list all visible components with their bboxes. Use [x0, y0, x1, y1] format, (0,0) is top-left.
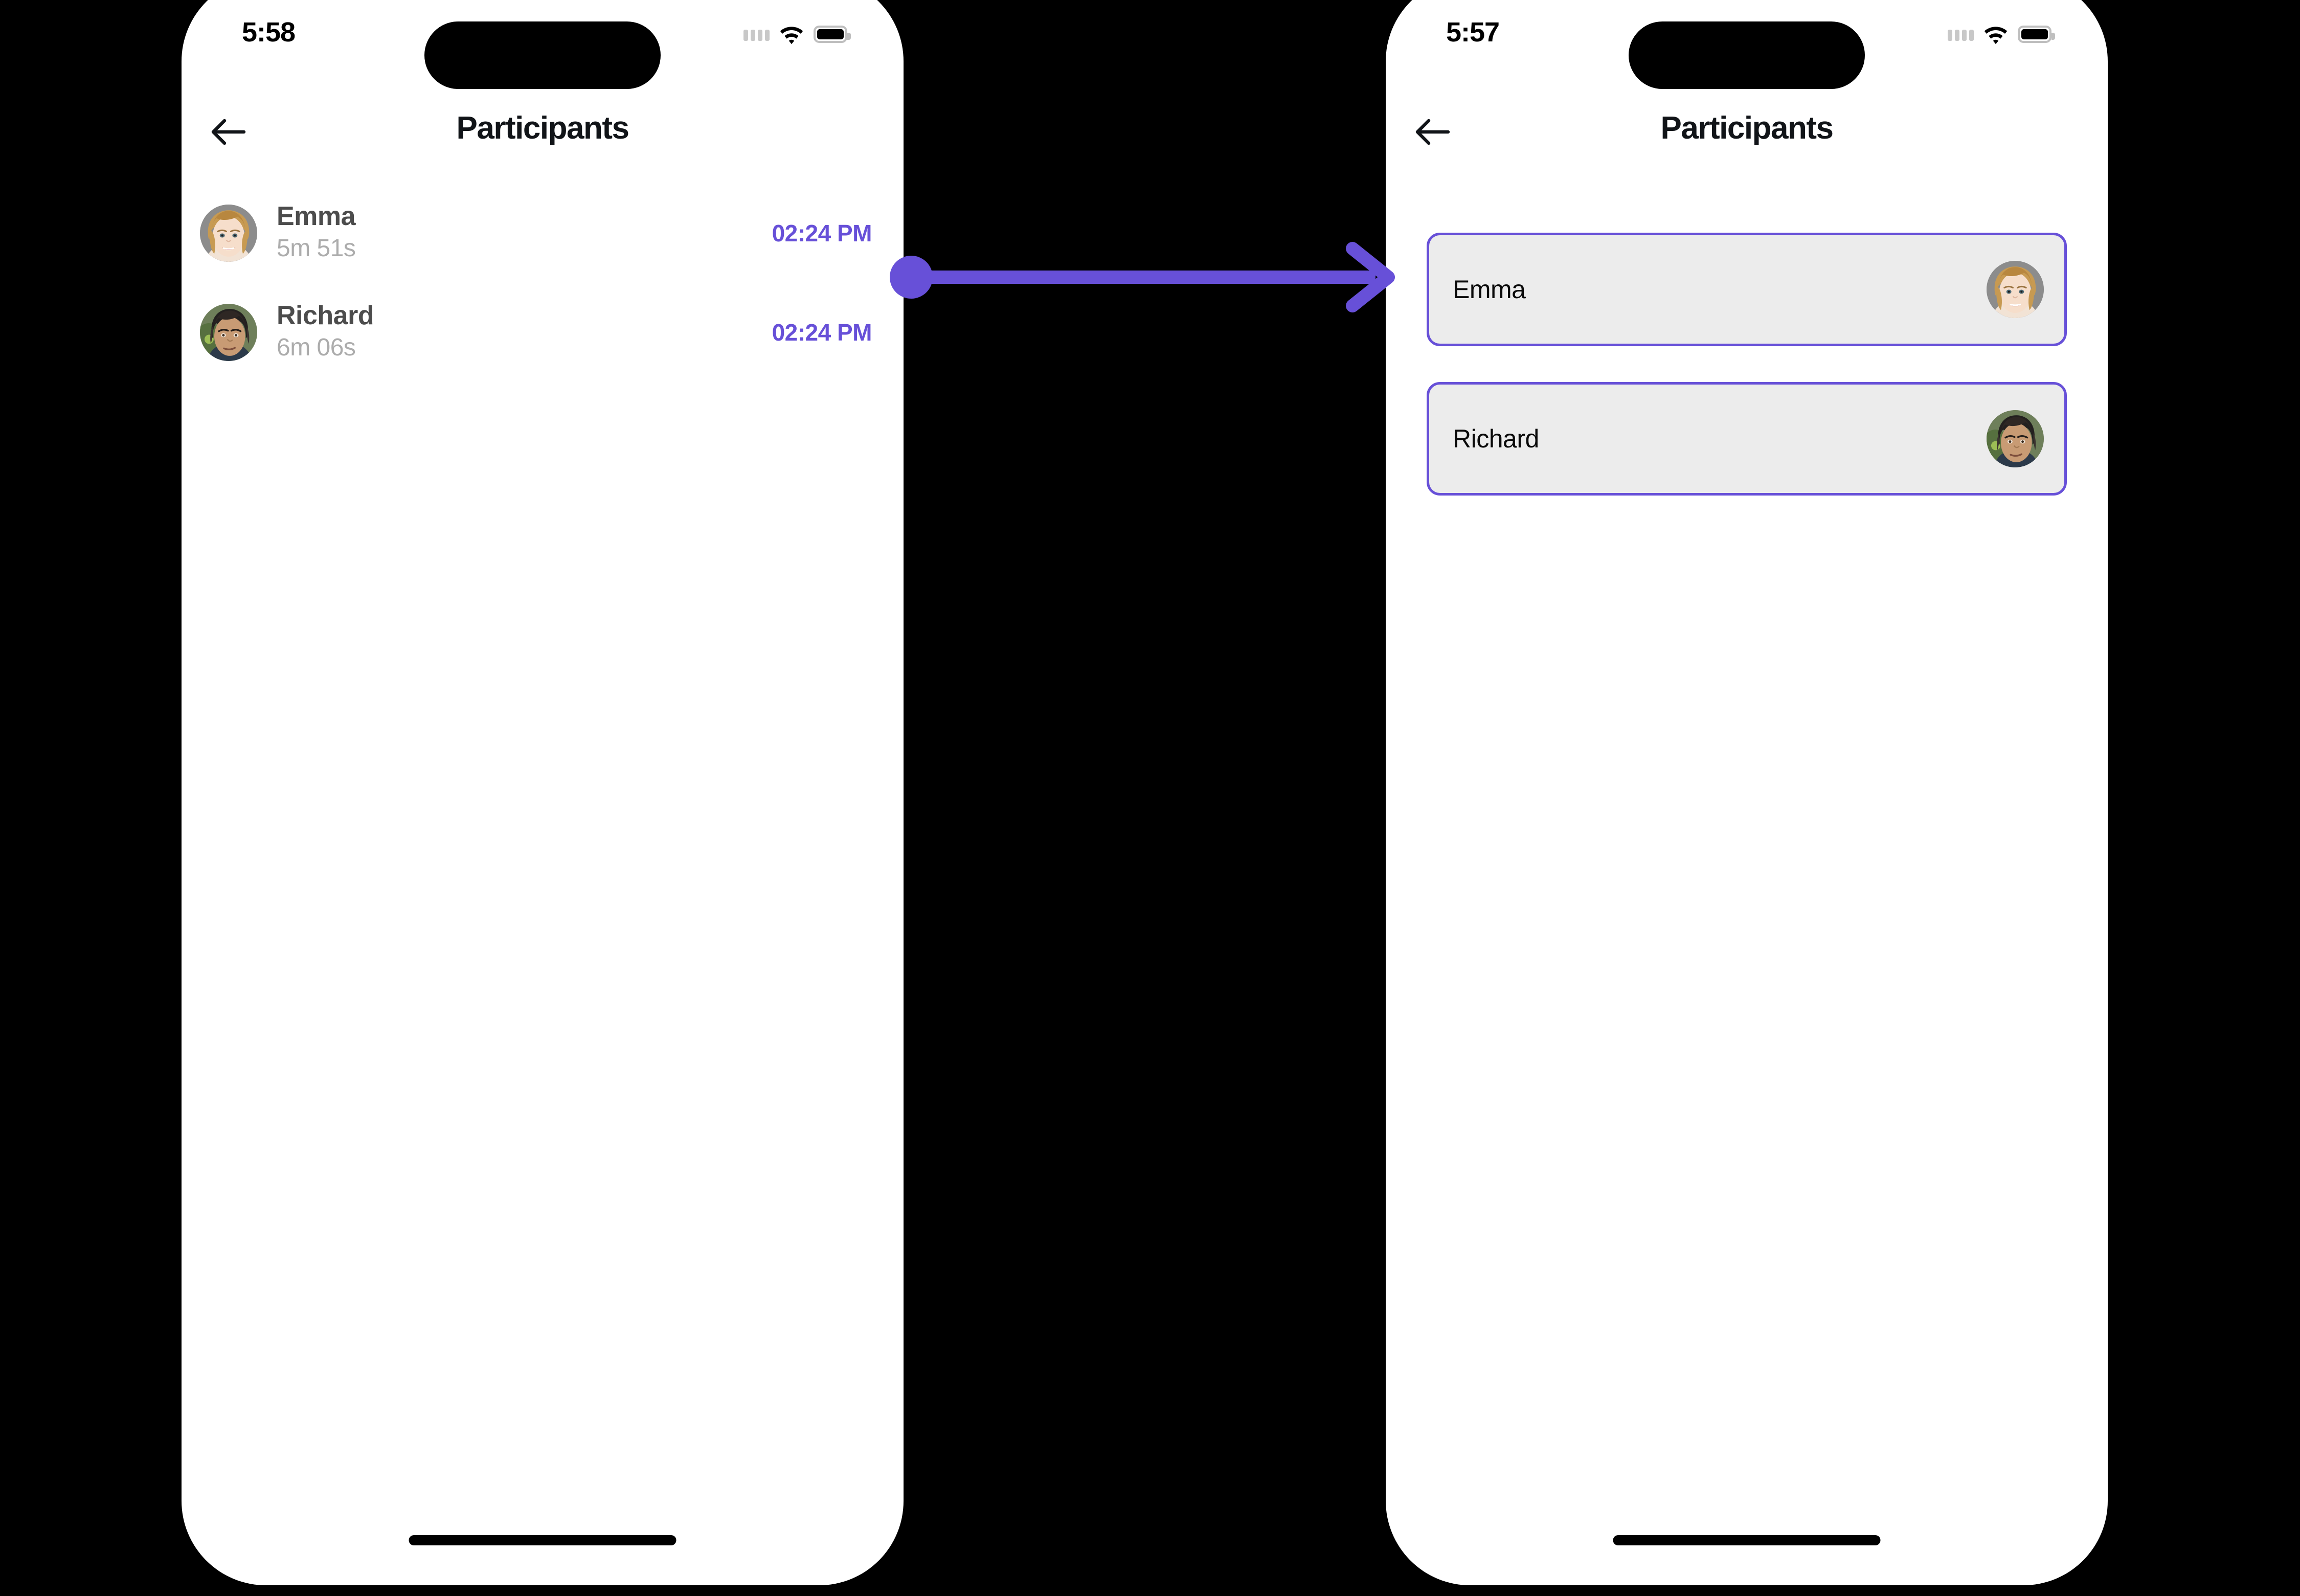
participant-name: Emma — [1453, 275, 1526, 304]
battery-full-icon — [814, 26, 851, 43]
participant-duration: 6m 06s — [277, 333, 356, 361]
participant-name: Richard — [1453, 424, 1539, 453]
participants-list: Emma 5m 51s 02:24 PM — [182, 202, 904, 400]
home-indicator — [1613, 1535, 1881, 1545]
status-bar-time: 5:58 — [242, 17, 296, 48]
status-bar-time: 5:57 — [1446, 17, 1500, 48]
dynamic-island — [424, 21, 661, 89]
participant-card[interactable]: Emma — [1427, 233, 2067, 346]
participant-row[interactable]: Emma 5m 51s 02:24 PM — [182, 202, 904, 264]
participant-timestamp: 02:24 PM — [772, 319, 872, 346]
participant-card[interactable]: Richard — [1427, 382, 2067, 496]
status-bar-indicators — [1948, 19, 2055, 49]
avatar — [200, 205, 257, 262]
wifi-icon — [778, 24, 805, 45]
participant-row[interactable]: Richard 6m 06s 02:24 PM — [182, 301, 904, 364]
phone-right: 5:57 — [1386, 0, 2108, 1585]
nav-bar-left: Participants — [182, 100, 904, 171]
participant-meta: Richard 6m 06s — [277, 301, 772, 364]
status-bar-indicators — [743, 19, 851, 49]
participant-cards-list: Emma — [1386, 233, 2108, 531]
avatar — [200, 304, 257, 361]
status-bar-left: 5:58 — [182, 0, 904, 89]
screen-right: 5:57 — [1386, 0, 2108, 1585]
screen-left: 5:58 — [182, 0, 904, 1585]
participant-meta: Emma 5m 51s — [277, 202, 772, 265]
dynamic-island — [1629, 21, 1865, 89]
participant-name: Emma — [277, 201, 356, 231]
nav-bar-right: Participants — [1386, 100, 2108, 171]
arrow-left-icon — [209, 117, 246, 147]
back-button[interactable] — [1401, 104, 1462, 160]
arrow-head — [1346, 242, 1395, 312]
signal-dots-icon — [743, 28, 770, 41]
annotation-arrow — [890, 240, 1406, 317]
back-button[interactable] — [197, 104, 258, 160]
phone-left: 5:58 — [182, 0, 904, 1585]
avatar — [1987, 261, 2044, 318]
home-indicator — [409, 1535, 677, 1545]
status-bar-right: 5:57 — [1386, 0, 2108, 89]
participant-timestamp: 02:24 PM — [772, 220, 872, 246]
arrow-left-icon — [1413, 117, 1450, 147]
participant-name: Richard — [277, 300, 374, 330]
battery-full-icon — [2018, 26, 2055, 43]
wifi-icon — [1982, 24, 2009, 45]
avatar — [1987, 410, 2044, 467]
page-title: Participants — [1660, 110, 1834, 146]
signal-dots-icon — [1948, 28, 1974, 41]
participant-duration: 5m 51s — [277, 234, 356, 262]
page-title: Participants — [456, 110, 629, 146]
